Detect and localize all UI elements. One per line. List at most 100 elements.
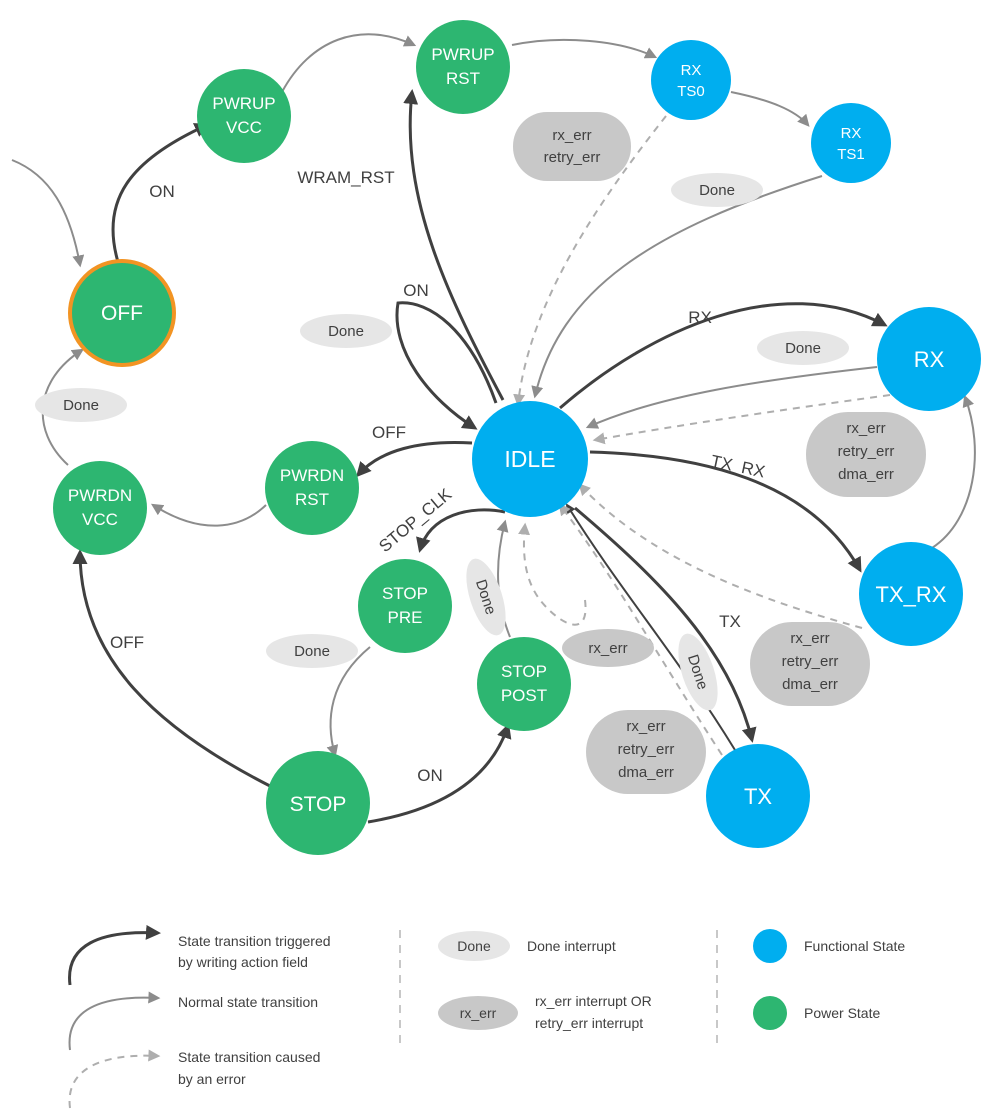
error-pill-rx-ts-line1: rx_err — [552, 127, 591, 144]
legend-triggered-line2: by writing action field — [178, 954, 308, 970]
done-pill-stop-pre — [266, 634, 358, 668]
node-pwrdn-rst-line2: RST — [295, 490, 329, 509]
legend-err-desc-line2: retry_err interrupt — [535, 1015, 643, 1031]
error-pill-tx — [586, 710, 706, 794]
legend-power-swatch — [753, 996, 787, 1030]
node-stop-post-line1: STOP — [501, 662, 547, 681]
edge-idle-stop-pre — [416, 508, 506, 553]
legend-triggered-line1: State transition triggered — [178, 933, 331, 949]
legend: State transition triggered by writing ac… — [68, 924, 905, 1109]
node-stop-label: STOP — [290, 793, 347, 816]
error-pill-tx-rx-line1: rx_err — [790, 630, 829, 647]
error-pill-stop-post-label: rx_err — [588, 640, 627, 657]
node-stop-post-line2: POST — [501, 686, 547, 705]
legend-done-desc: Done interrupt — [527, 938, 616, 954]
edge-idle-rx — [559, 302, 888, 410]
node-stop-pre: STOP PRE — [358, 559, 452, 653]
error-pill-tx-rx-line2: retry_err — [782, 653, 839, 670]
error-pill-rx-line2: retry_err — [838, 443, 895, 460]
node-rx-label: RX — [914, 347, 945, 372]
edge-label-wram-rst: WRAM_RST — [297, 168, 394, 187]
legend-triggered-arrow — [68, 924, 161, 986]
edge-label-off-on: ON — [149, 182, 175, 201]
edge-off-pwrup-vcc — [111, 123, 210, 263]
node-rx-ts0-line1: RX — [681, 62, 702, 79]
done-pill-off-label: Done — [63, 397, 99, 414]
edge-rx-idle-error — [592, 394, 891, 445]
node-pwrup-rst-line1: PWRUP — [431, 45, 494, 64]
legend-normal-line1: Normal state transition — [178, 994, 318, 1010]
error-pill-tx-line1: rx_err — [626, 718, 665, 735]
edge-rx-ts0-idle-error — [513, 115, 667, 407]
node-stop-pre-line1: STOP — [382, 584, 428, 603]
error-pill-rx — [806, 412, 926, 497]
legend-err-pill-label: rx_err — [460, 1005, 497, 1021]
node-pwrup-rst-line2: RST — [446, 69, 480, 88]
node-stop-pre-line2: PRE — [388, 608, 423, 627]
edge-pwrup-vcc-pwrup-rst — [281, 33, 417, 93]
node-tx-rx: TX_RX — [859, 542, 963, 646]
edge-label-stop-off: OFF — [110, 633, 144, 652]
edges — [11, 33, 976, 824]
edge-rx-ts1-idle — [531, 175, 823, 399]
edge-stop-post-idle — [496, 519, 511, 638]
edge-tx-idle — [565, 503, 736, 751]
node-rx-ts0: RX TS0 — [651, 40, 731, 120]
done-pill-rx — [757, 331, 849, 365]
done-pill-off — [35, 388, 127, 422]
edge-label-idle-on: ON — [403, 281, 429, 300]
legend-done-pill-label: Done — [457, 938, 491, 954]
edge-stop-stop-post — [367, 723, 512, 824]
done-pill-rx-ts1-label: Done — [699, 182, 735, 199]
edge-stop-pwrdn-vcc — [72, 549, 271, 788]
node-tx: TX — [706, 744, 810, 848]
edge-rx-ts0-rx-ts1 — [730, 91, 810, 127]
edge-entry-off — [11, 159, 85, 268]
edge-idle-pwrdn-rst — [356, 441, 473, 478]
legend-done-pill — [438, 931, 510, 961]
edge-stop-post-idle-error — [518, 522, 587, 626]
node-tx-rx-label: TX_RX — [876, 582, 947, 607]
node-pwrup-rst: PWRUP RST — [416, 20, 510, 114]
done-pill-rx-ts1 — [671, 173, 763, 207]
legend-err-pill — [438, 996, 518, 1030]
node-pwrup-vcc: PWRUP VCC — [197, 69, 291, 163]
node-rx-ts0-line2: TS0 — [677, 83, 705, 100]
edge-label-idle-rx: RX — [688, 308, 712, 327]
error-pill-rx-line3: dma_err — [838, 466, 894, 483]
error-pill-tx-line2: retry_err — [618, 741, 675, 758]
legend-error-arrow — [68, 1049, 161, 1109]
node-off: OFF — [68, 259, 176, 367]
edge-label-stop-on: ON — [417, 766, 443, 785]
done-pill-rx-label: Done — [785, 340, 821, 357]
edge-idle-pwrup-rst — [403, 89, 505, 401]
node-pwrup-vcc-line2: VCC — [226, 118, 262, 137]
edge-label-tx: TX — [719, 612, 741, 631]
done-pill-idle-loop — [300, 314, 392, 348]
error-pill-stop-post — [562, 629, 654, 667]
legend-functional-swatch — [753, 929, 787, 963]
node-off-label: OFF — [101, 302, 143, 325]
legend-error-line2: by an error — [178, 1071, 246, 1087]
legend-err-desc-line1: rx_err interrupt OR — [535, 993, 652, 1009]
edge-tx-idle-error — [558, 503, 723, 756]
error-pill-rx-ts — [513, 112, 631, 181]
edge-label-idle-off: OFF — [372, 423, 406, 442]
nodes: OFF PWRUP VCC PWRUP RST RX TS0 RX TS1 — [53, 20, 981, 855]
done-pill-idle-loop-label: Done — [328, 323, 364, 340]
node-rx-ts1: RX TS1 — [811, 103, 891, 183]
node-pwrdn-vcc-line2: VCC — [82, 510, 118, 529]
node-rx-ts1-line2: TS1 — [837, 146, 865, 163]
node-idle: IDLE — [472, 401, 588, 517]
node-pwrup-vcc-line1: PWRUP — [212, 94, 275, 113]
node-rx: RX — [877, 307, 981, 411]
edge-tx-rx-idle-error — [578, 483, 863, 629]
done-pill-stop-post: Done — [466, 558, 506, 636]
error-pill-tx-rx — [750, 622, 870, 706]
node-tx-label: TX — [744, 784, 772, 809]
node-pwrdn-rst: PWRDN RST — [265, 441, 359, 535]
edge-pwrdn-rst-pwrdn-vcc — [150, 503, 267, 527]
done-pill-stop-pre-label: Done — [294, 643, 330, 660]
edge-label-idle-tx-rx: TX_RX — [709, 452, 767, 482]
